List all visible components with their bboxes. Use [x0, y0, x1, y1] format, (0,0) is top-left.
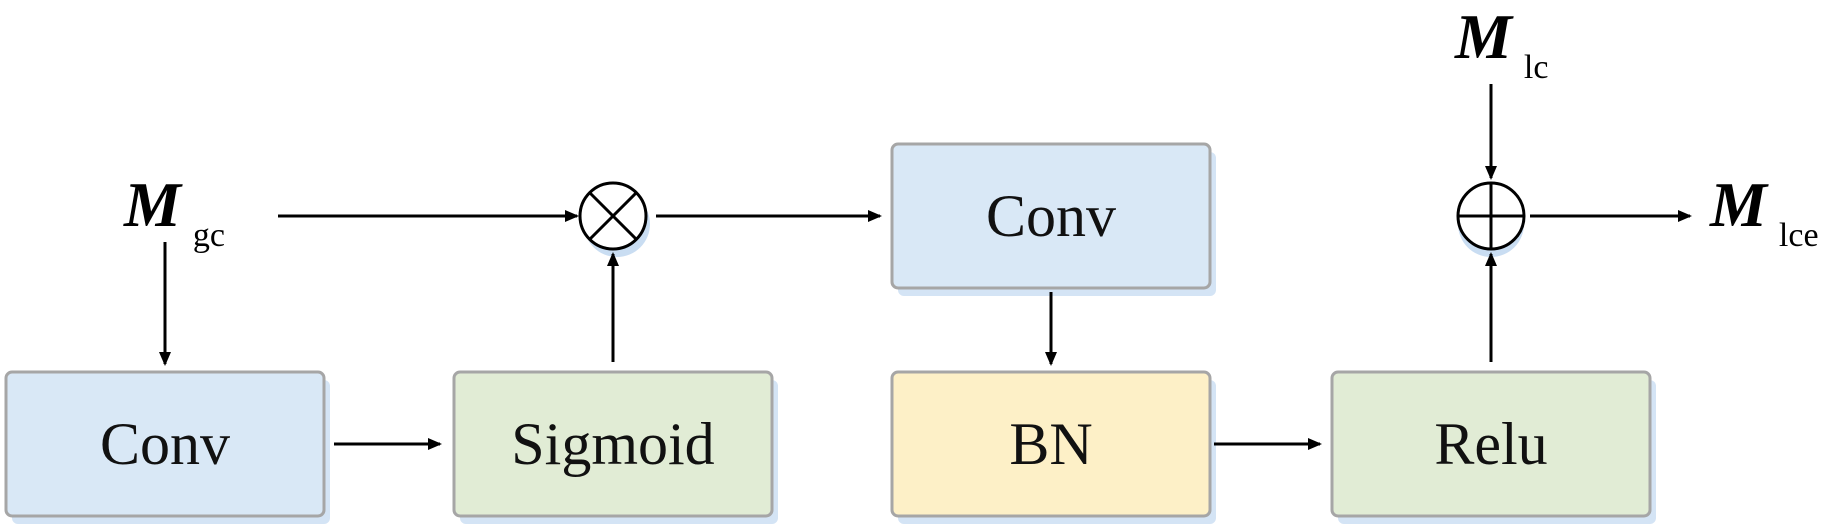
bn-label: BN — [1009, 411, 1092, 477]
bn-block — [890, 370, 1212, 518]
sigmoid-label: Sigmoid — [511, 411, 714, 477]
mlc-label: M lc — [1454, 1, 1548, 86]
sigmoid-block — [452, 370, 774, 518]
multiply-operator — [578, 181, 648, 251]
relu-block — [1330, 370, 1652, 518]
relu-label: Relu — [1434, 411, 1547, 477]
conv-bottom-block — [4, 370, 326, 518]
conv-top-label: Conv — [986, 183, 1116, 249]
mlce-label: M lce — [1709, 169, 1819, 254]
add-operator — [1456, 181, 1526, 251]
conv-bottom-label: Conv — [100, 411, 230, 477]
conv-top-block — [890, 142, 1212, 290]
mgc-label: M gc — [123, 169, 225, 254]
